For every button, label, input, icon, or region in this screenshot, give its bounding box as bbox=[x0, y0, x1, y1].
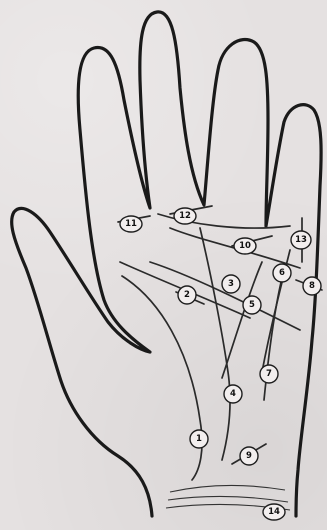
svg-text:7: 7 bbox=[266, 369, 272, 379]
marker-8: 8 bbox=[303, 277, 321, 295]
marker-7: 7 bbox=[260, 365, 278, 383]
marker-6: 6 bbox=[273, 264, 291, 282]
svg-text:3: 3 bbox=[228, 279, 234, 289]
marker-13: 13 bbox=[291, 231, 311, 249]
bracelet-line-2 bbox=[168, 496, 288, 502]
fate-line bbox=[200, 228, 230, 460]
svg-text:4: 4 bbox=[230, 389, 236, 399]
marker-9: 9 bbox=[240, 447, 258, 465]
svg-text:12: 12 bbox=[179, 211, 191, 221]
marker-14: 14 bbox=[263, 504, 285, 520]
bracelet-line-1 bbox=[170, 485, 285, 492]
marker-12: 12 bbox=[174, 208, 196, 224]
svg-text:13: 13 bbox=[295, 235, 307, 245]
svg-text:6: 6 bbox=[279, 268, 285, 278]
life-line bbox=[122, 276, 202, 480]
svg-text:14: 14 bbox=[268, 507, 280, 517]
svg-text:1: 1 bbox=[196, 434, 202, 444]
marker-2: 2 bbox=[178, 286, 196, 304]
marker-5: 5 bbox=[243, 296, 261, 314]
svg-text:5: 5 bbox=[249, 300, 255, 310]
marker-4: 4 bbox=[224, 385, 242, 403]
marker-11: 11 bbox=[120, 216, 142, 232]
marker-1: 1 bbox=[190, 430, 208, 448]
svg-text:9: 9 bbox=[246, 451, 252, 461]
marker-10: 10 bbox=[234, 238, 256, 254]
hand-outline bbox=[12, 12, 321, 516]
svg-text:2: 2 bbox=[184, 290, 190, 300]
svg-text:11: 11 bbox=[125, 219, 137, 229]
marker-3: 3 bbox=[222, 275, 240, 293]
svg-text:10: 10 bbox=[239, 241, 251, 251]
svg-text:8: 8 bbox=[309, 281, 315, 291]
